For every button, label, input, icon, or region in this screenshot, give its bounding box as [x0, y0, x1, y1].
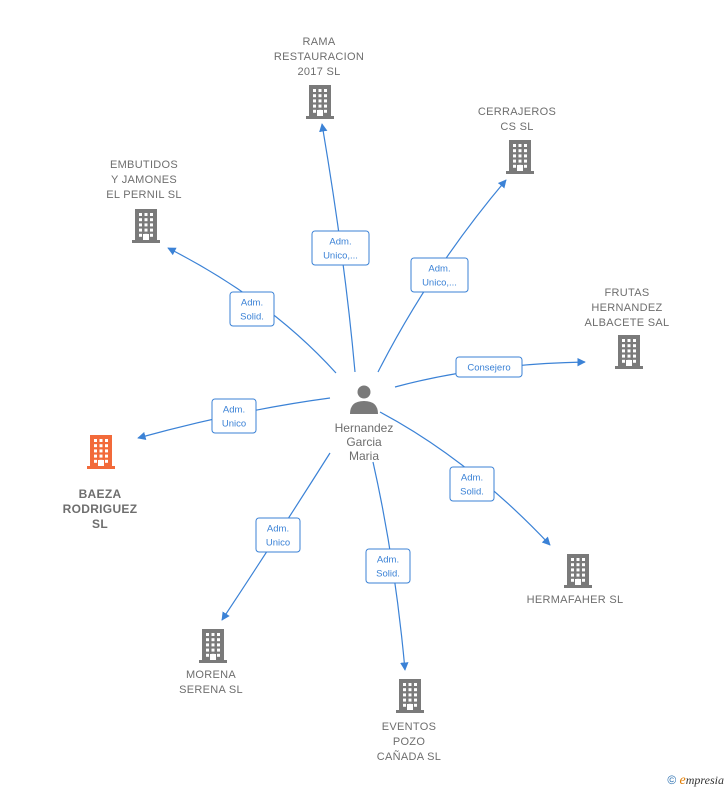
- company-node-morena[interactable]: MORENA SERENA SL: [179, 629, 243, 696]
- relation-edge-baeza[interactable]: Adm. Unico: [137, 397, 331, 441]
- company-node-eventos[interactable]: EVENTOS POZO CAÑADA SL: [377, 679, 441, 763]
- relation-label-box: [211, 398, 257, 434]
- person-name-line: Hernandez: [335, 421, 394, 435]
- company-node-frutas[interactable]: FRUTAS HERNANDEZ ALBACETE SAL: [585, 287, 670, 369]
- brand-logo-text: mpresia: [685, 773, 724, 787]
- relation-label-line: Adm.: [223, 405, 245, 416]
- brand-logo-initial: e: [679, 773, 686, 788]
- company-name-line: RODRIGUEZ: [63, 502, 138, 516]
- building-icon: [564, 554, 592, 588]
- company-name-line: HERNANDEZ: [591, 302, 662, 314]
- company-name-line: RAMA: [303, 36, 336, 48]
- company-name-line: EL PERNIL SL: [106, 189, 182, 201]
- relation-label-line: Unico: [266, 538, 290, 549]
- company-name-line: RESTAURACION: [274, 51, 364, 63]
- relation-label-box: [365, 548, 411, 584]
- building-icon: [615, 335, 643, 369]
- building-icon: [87, 435, 115, 469]
- company-name-line: FRUTAS: [605, 287, 650, 299]
- person-name-line: Maria: [349, 449, 379, 463]
- person-name-line: Garcia: [346, 435, 382, 449]
- company-name-line: SERENA SL: [179, 684, 243, 696]
- relation-edge-rama[interactable]: Adm. Unico,...: [311, 123, 370, 373]
- relation-edge-hermafaher[interactable]: Adm. Solid.: [379, 411, 551, 546]
- company-name-line: Y JAMONES: [111, 174, 177, 186]
- company-name-line: POZO: [393, 736, 426, 748]
- relation-edge-embutidos[interactable]: Adm. Solid.: [167, 247, 337, 374]
- relation-label-box: [229, 291, 275, 327]
- company-node-cerrajeros[interactable]: CERRAJEROS CS SL: [478, 106, 556, 174]
- relation-label-line: Unico: [222, 419, 246, 430]
- company-name-line: MORENA: [186, 669, 236, 681]
- relation-label-line: Solid.: [376, 569, 400, 580]
- relation-label-line: Adm.: [267, 524, 289, 535]
- brand-footer: © empresia: [667, 773, 724, 789]
- company-name-line: 2017 SL: [297, 66, 340, 78]
- relation-label-box: [311, 230, 370, 266]
- relation-label-line: Solid.: [460, 487, 484, 498]
- building-icon: [132, 209, 160, 243]
- relation-label-box: [410, 257, 469, 293]
- relation-edge-eventos[interactable]: Adm. Solid.: [365, 461, 411, 671]
- building-icon: [199, 629, 227, 663]
- relation-edge-cerrajeros[interactable]: Adm. Unico,...: [377, 179, 507, 373]
- company-name-line: SL: [92, 517, 108, 531]
- copyright-symbol: ©: [667, 773, 677, 787]
- relation-label-line: Adm.: [241, 298, 263, 309]
- building-icon: [506, 140, 534, 174]
- relation-label-box: [449, 466, 495, 502]
- relation-label-line: Unico,...: [323, 251, 358, 262]
- relation-edge-frutas[interactable]: Consejero: [394, 356, 586, 388]
- company-name-line: HERMAFAHER SL: [527, 594, 624, 606]
- building-icon: [396, 679, 424, 713]
- relation-edge-morena[interactable]: Adm. Unico: [221, 452, 331, 621]
- relation-label-line: Consejero: [467, 363, 510, 374]
- relation-label-box: [455, 356, 523, 378]
- company-name-line: ALBACETE SAL: [585, 317, 670, 329]
- relation-label-line: Adm.: [329, 237, 351, 248]
- company-node-embutidos[interactable]: EMBUTIDOS Y JAMONES EL PERNIL SL: [106, 159, 182, 243]
- relation-label-line: Adm.: [461, 473, 483, 484]
- relation-label-line: Solid.: [240, 312, 264, 323]
- relation-label-line: Adm.: [428, 264, 450, 275]
- person-icon: [350, 385, 378, 414]
- company-node-rama[interactable]: RAMA RESTAURACION 2017 SL: [274, 36, 364, 119]
- company-name-line: BAEZA: [79, 487, 122, 501]
- company-name-line: CS SL: [500, 121, 533, 133]
- building-icon: [306, 85, 334, 119]
- company-name-line: CAÑADA SL: [377, 750, 441, 763]
- company-name-line: EVENTOS: [382, 721, 436, 733]
- company-node-hermafaher[interactable]: HERMAFAHER SL: [527, 554, 624, 606]
- edges: Adm. Unico,... Adm. Unico,... Adm. Solid. Cons…: [137, 123, 586, 671]
- relation-label-line: Adm.: [377, 555, 399, 566]
- relation-label-line: Unico,...: [422, 278, 457, 289]
- relation-label-box: [255, 517, 301, 553]
- company-name-line: CERRAJEROS: [478, 106, 556, 118]
- company-name-line: EMBUTIDOS: [110, 159, 178, 171]
